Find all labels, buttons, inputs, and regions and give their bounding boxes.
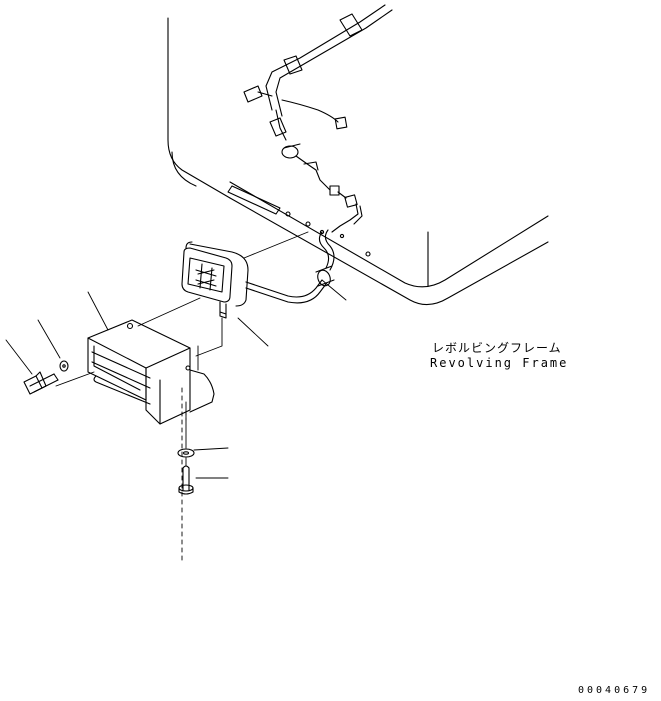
work-lamp — [182, 242, 334, 318]
washer-left — [60, 361, 68, 371]
bolt — [24, 372, 58, 394]
screw-bottom — [179, 466, 193, 494]
revolving-frame — [168, 18, 548, 305]
part-name-jp: レボルビングフレーム — [432, 341, 562, 355]
assembly-lines — [56, 232, 308, 560]
part-name-en: Revolving Frame — [430, 356, 569, 370]
washer-bottom — [178, 449, 194, 457]
drawing-number: 00040679 — [578, 685, 651, 696]
leader-lines — [6, 280, 346, 478]
lamp-bracket — [88, 320, 214, 424]
wiring-harness — [244, 5, 392, 270]
